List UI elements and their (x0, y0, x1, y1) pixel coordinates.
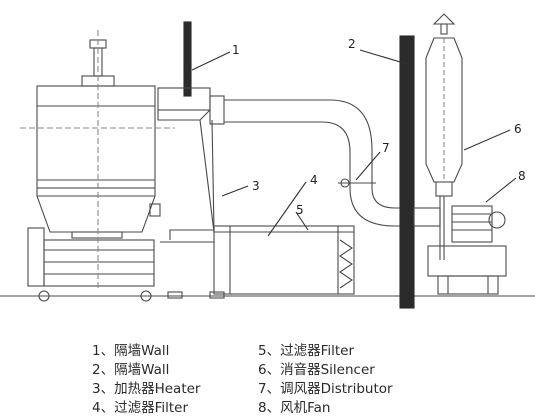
legend-item-1: 1、隔墙Wall (92, 343, 170, 359)
callout-4: 4 (310, 173, 318, 187)
legend: 1、隔墙Wall 2、隔墙Wall 3、加热器Heater 4、过滤器Filte… (0, 336, 535, 416)
trolley-wheel (38, 290, 50, 302)
callout-2: 2 (348, 37, 356, 51)
wall-1 (183, 21, 192, 97)
heater-box (213, 225, 355, 295)
dryer-chamber (36, 85, 156, 189)
filter-zigzag (339, 239, 353, 289)
heater-support (199, 119, 215, 233)
legend-item-4: 4、过滤器Filter (92, 400, 189, 416)
callout-3: 3 (252, 179, 260, 193)
callout-1: 1 (232, 43, 240, 57)
material-trolley (27, 227, 45, 287)
fan-housing (451, 205, 493, 243)
callout-6: 6 (514, 122, 522, 136)
fan-motor (488, 211, 506, 229)
silencer-cap (432, 13, 456, 25)
wall-2 (399, 35, 415, 309)
legend-item-7: 7、调风器Distributor (258, 381, 393, 397)
silencer (425, 37, 463, 183)
duct-elbow (329, 99, 373, 188)
legend-item-2: 2、隔墙Wall (92, 362, 170, 378)
callout-8: 8 (518, 169, 526, 183)
legend-item-6: 6、消音器Silencer (258, 362, 375, 378)
legend-item-8: 8、风机Fan (258, 400, 331, 416)
callout-5: 5 (296, 203, 304, 217)
dryer-cone (36, 195, 156, 233)
legend-item-3: 3、加热器Heater (92, 381, 201, 397)
callout-7: 7 (382, 141, 390, 155)
legend-item-5: 5、过滤器Filter (258, 343, 355, 359)
